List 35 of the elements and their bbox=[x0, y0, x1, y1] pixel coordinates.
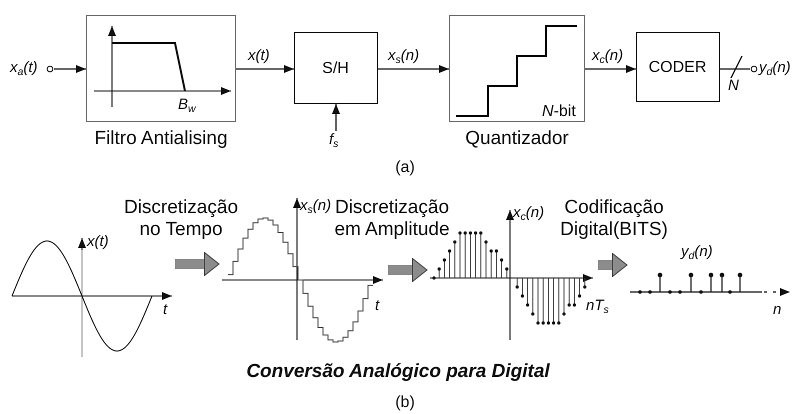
signal-label: x$_{a}$(t) bbox=[10, 60, 38, 76]
axis-label: B$_{w}$ bbox=[178, 97, 196, 114]
block-caption: Filtro Antialising bbox=[94, 129, 228, 150]
axis-label: t bbox=[163, 302, 168, 318]
edge-label: Discretização no Tempo bbox=[122, 197, 240, 241]
edge-label: x$_{c}$(n) bbox=[592, 48, 624, 64]
filter-block bbox=[86, 15, 236, 122]
arrow bbox=[236, 65, 294, 73]
signal-label: y$_{d}$(n) bbox=[759, 60, 791, 76]
edge-label: x$_{s}$(n) bbox=[388, 48, 420, 64]
arrow bbox=[585, 65, 636, 73]
block-label: S/H bbox=[321, 60, 350, 78]
input-signal-terminal bbox=[8, 60, 54, 78]
panel-label: (a) bbox=[395, 159, 415, 177]
block-label: CODER bbox=[648, 59, 708, 77]
block-arrow bbox=[388, 258, 428, 282]
process-box bbox=[294, 32, 378, 104]
block-arrow bbox=[598, 253, 628, 277]
signal-label: f$_{s}$ bbox=[329, 132, 338, 148]
axis-label: y$_{d}$(n) bbox=[681, 244, 713, 260]
edge-label: Codificação Digital(BITS) bbox=[559, 197, 669, 241]
connector-line bbox=[720, 68, 750, 70]
block-label: N-bit bbox=[542, 103, 576, 121]
arrow bbox=[54, 65, 86, 73]
edge-label: x(t) bbox=[248, 48, 270, 64]
block-arrow bbox=[175, 252, 220, 276]
figure-caption: Conversão Analógico para Digital bbox=[246, 362, 550, 383]
arrow bbox=[378, 65, 449, 73]
quantizer-block bbox=[449, 15, 585, 122]
axis-label: x(t) bbox=[87, 234, 109, 250]
block-caption: Quantizador bbox=[465, 129, 569, 150]
axis-label: n bbox=[773, 302, 782, 318]
panel-label: (b) bbox=[395, 394, 415, 412]
arrow bbox=[332, 104, 340, 131]
process-box bbox=[636, 32, 720, 102]
